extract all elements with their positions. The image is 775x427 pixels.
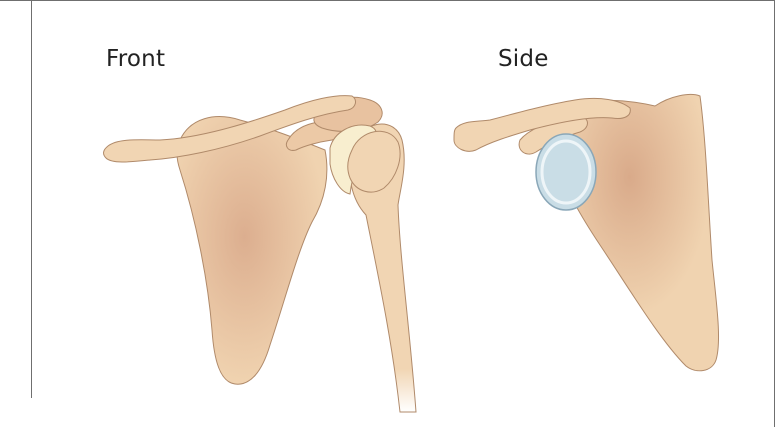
- front-view: [104, 96, 416, 412]
- side-glenoid-socket: [536, 134, 596, 210]
- side-scapula: [557, 94, 719, 370]
- front-scapula: [177, 117, 327, 385]
- side-view: [454, 94, 719, 370]
